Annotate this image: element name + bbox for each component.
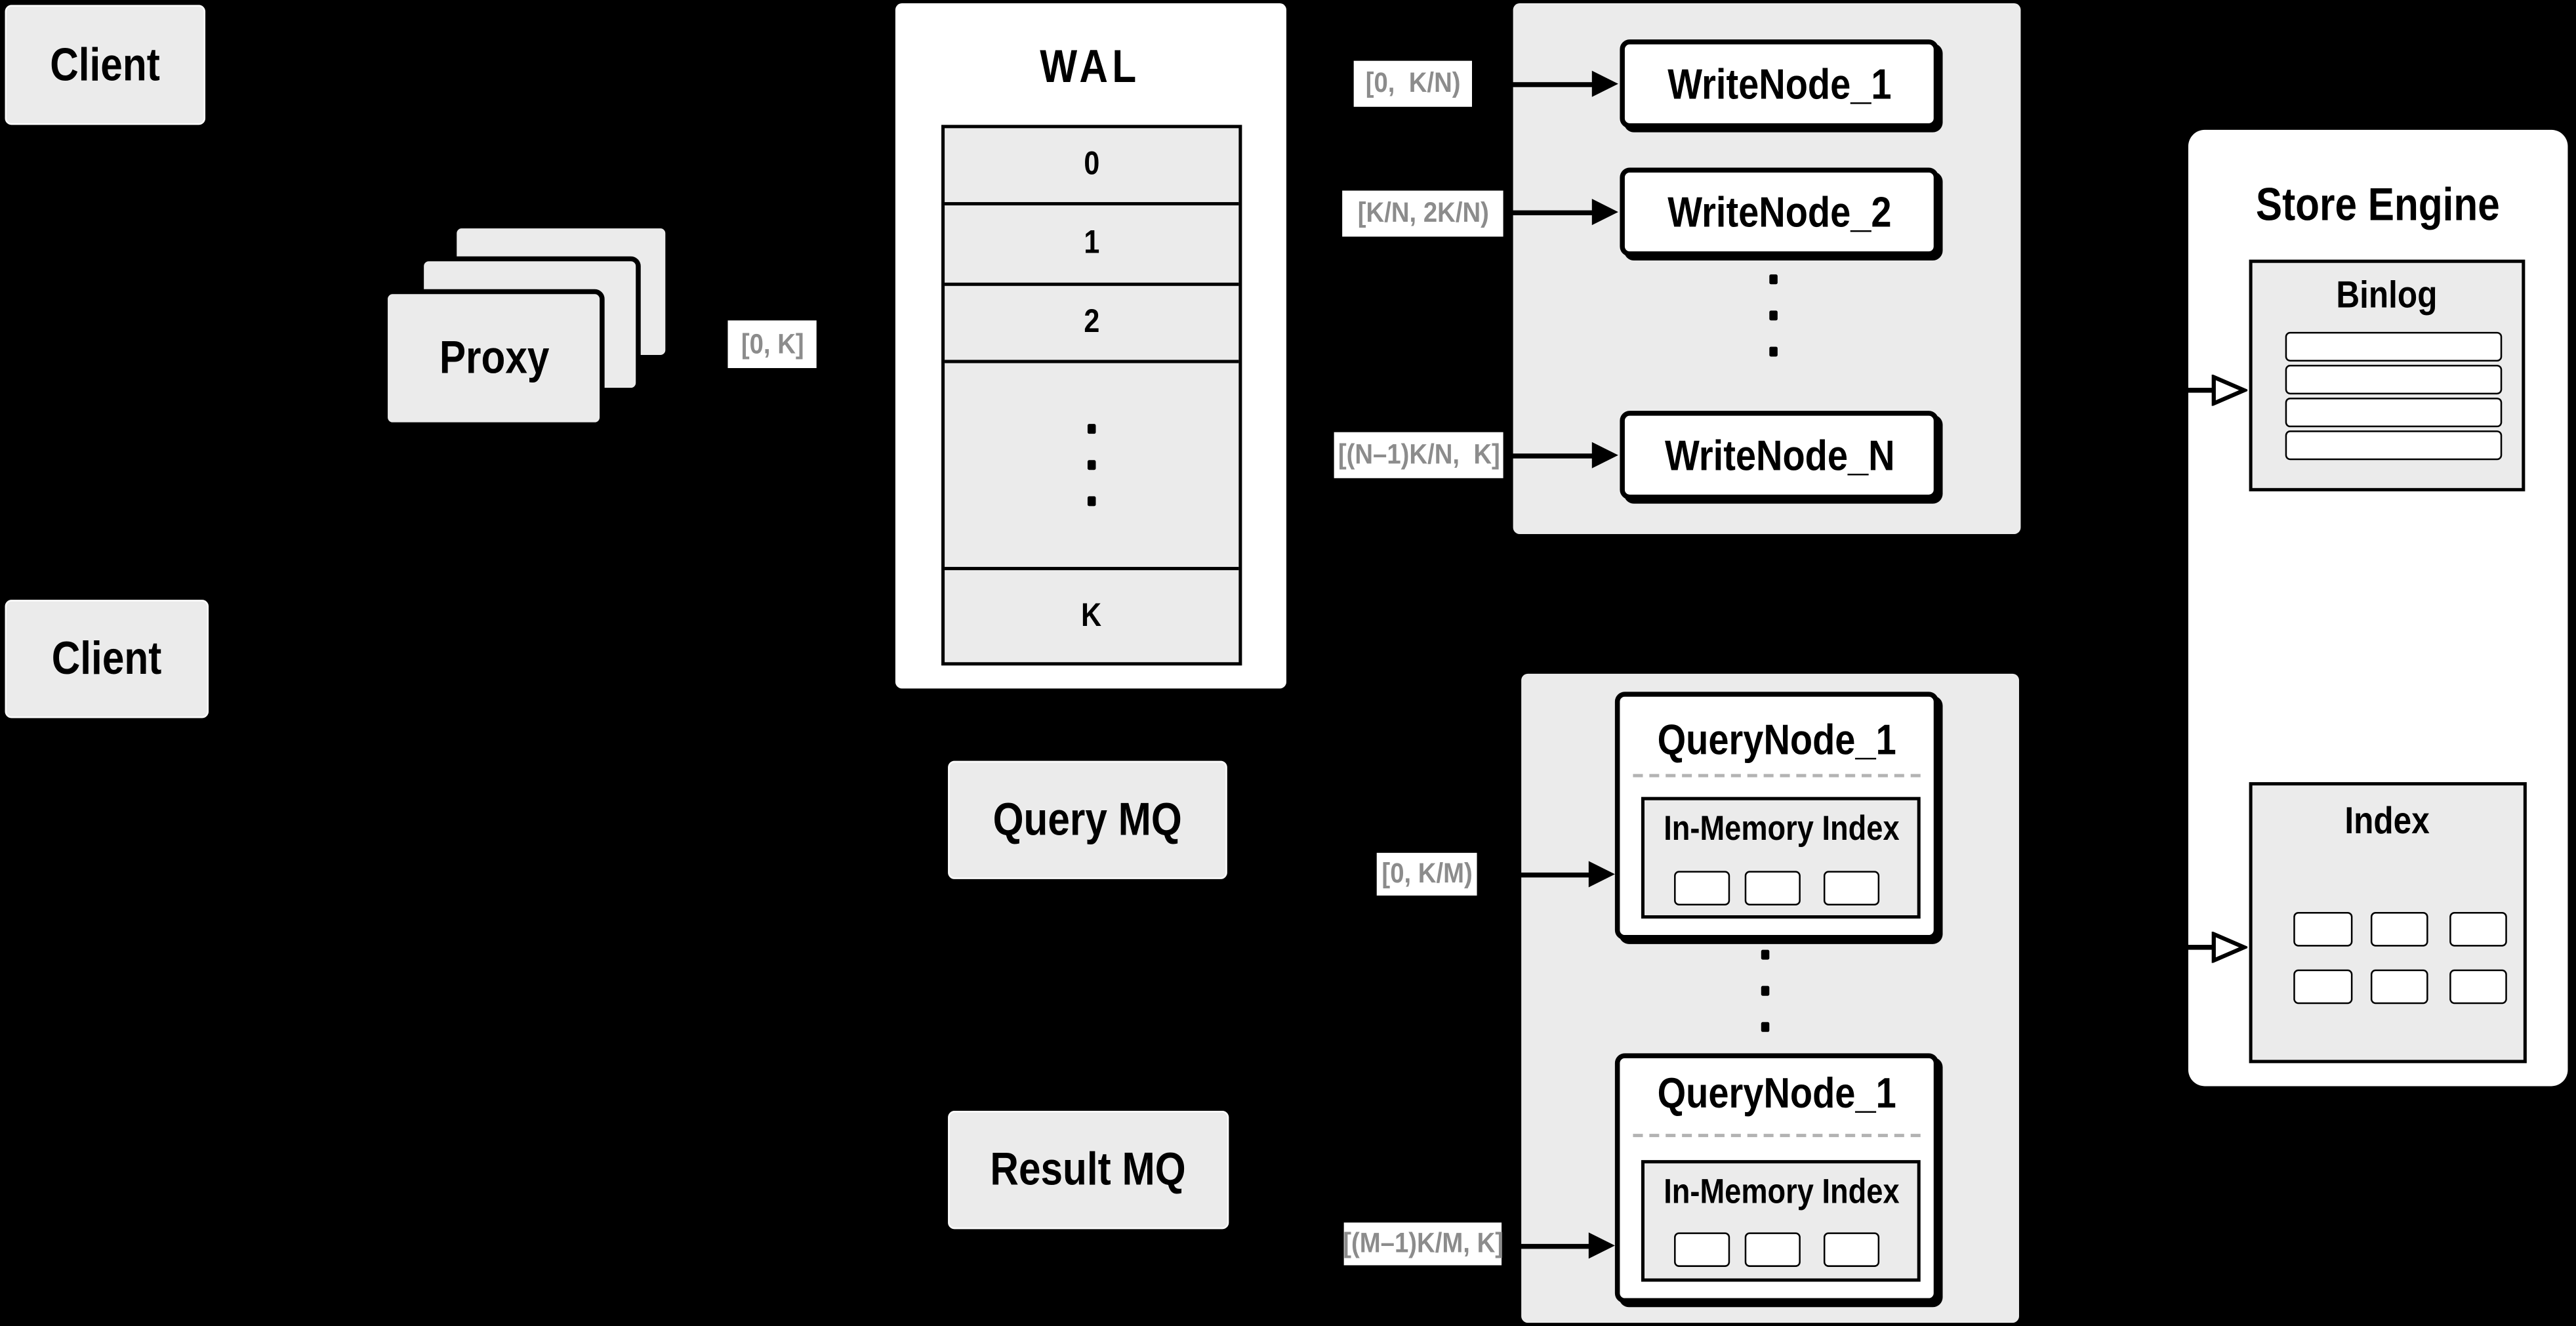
wal-segment-table: 0 1 2 K — [941, 125, 1242, 666]
index-cell — [2370, 969, 2428, 1005]
arrow-line-querynode-top — [1515, 871, 1591, 877]
segment-cell — [1744, 1232, 1801, 1267]
in-memory-index-top-box: In-Memory Index — [1641, 797, 1921, 919]
index-cell — [2293, 911, 2353, 947]
wal-panel: WAL 0 1 2 K — [895, 3, 1286, 689]
segment-cell — [1674, 1232, 1730, 1267]
index-cell — [2449, 911, 2507, 947]
arrowhead-writenode-n — [1591, 442, 1618, 468]
querynode-ellipsis-dots — [1753, 949, 1776, 1032]
store-engine-title-row: Store Engine — [2188, 176, 2568, 235]
dot — [1768, 310, 1777, 321]
wal-row-ellipsis — [945, 360, 1239, 567]
arrow-line-writenode-1 — [1508, 81, 1594, 87]
client-bottom-box: Client — [5, 600, 209, 718]
index-cell — [2449, 969, 2507, 1005]
result-mq-label: Result MQ — [991, 1144, 1187, 1195]
querynode-bottom-title-row: QueryNode_1 — [1657, 1067, 1896, 1117]
querynode-top-divider — [1633, 774, 1921, 777]
client-bottom-label: Client — [52, 632, 162, 684]
range-label-query-1: [0, K/M) — [1376, 852, 1477, 896]
arrow-line-querynode-bottom — [1515, 1243, 1591, 1249]
binlog-title-row: Binlog — [2253, 270, 2522, 319]
wal-ellipsis-dots — [1087, 424, 1096, 507]
wal-row-2: 2 — [945, 282, 1239, 360]
in-memory-index-bottom-title-row: In-Memory Index — [1663, 1173, 1899, 1211]
dot — [1760, 1022, 1769, 1032]
arrowhead-index-hollow — [2211, 932, 2248, 963]
wal-row-0: 0 — [1084, 146, 1100, 182]
arrow-line-writenode-2 — [1508, 209, 1594, 215]
writenode-1-box: WriteNode_1 — [1620, 39, 1939, 129]
binlog-row — [2285, 398, 2503, 428]
range-label-write-1: [0, K/N) — [1353, 60, 1472, 107]
binlog-title: Binlog — [2336, 272, 2438, 315]
dot — [1087, 460, 1096, 470]
querynode-top-title-row: QueryNode_1 — [1657, 714, 1896, 764]
arrowhead-writenode-2 — [1591, 199, 1618, 226]
binlog-row — [2285, 364, 2503, 395]
querynode-bottom-divider — [1633, 1134, 1921, 1138]
segment-cell — [1674, 871, 1730, 905]
wal-row-1: 1 — [945, 202, 1239, 283]
range-label-proxy-out: [0, K] — [727, 320, 817, 368]
proxy-label: Proxy — [438, 331, 549, 383]
client-top-box: Client — [5, 5, 206, 125]
query-mq-label: Query MQ — [992, 793, 1183, 845]
writenode-ellipsis-dots — [1761, 274, 1784, 357]
binlog-box: Binlog — [2249, 259, 2525, 491]
arrowhead-binlog-hollow — [2211, 375, 2248, 406]
index-title-row: Index — [2253, 795, 2524, 844]
store-engine-panel: Store Engine Binlog Index — [2188, 129, 2568, 1087]
querynode-top-box: QueryNode_1 In-Memory Index — [1614, 692, 1939, 940]
dot — [1087, 496, 1096, 507]
query-mq-box: Query MQ — [948, 760, 1227, 879]
index-cell — [2370, 911, 2428, 947]
dot — [1760, 949, 1769, 960]
segment-cell — [1744, 871, 1801, 905]
dot — [1087, 424, 1096, 434]
result-mq-box: Result MQ — [948, 1111, 1229, 1230]
arrow-line-binlog — [2183, 388, 2215, 393]
arrowhead-writenode-1 — [1591, 70, 1618, 97]
range-label-write-2: [K/N, 2K/N) — [1342, 190, 1503, 237]
index-cell — [2293, 969, 2353, 1005]
index-box: Index — [2249, 782, 2527, 1064]
querynode-bottom-box: QueryNode_1 In-Memory Index — [1614, 1053, 1939, 1304]
segment-cell — [1823, 1232, 1880, 1267]
binlog-row — [2285, 430, 2503, 461]
index-title: Index — [2345, 797, 2430, 841]
arrowhead-querynode-top — [1588, 861, 1615, 888]
proxy-card-front: Proxy — [382, 289, 605, 428]
dot — [1768, 274, 1777, 285]
in-memory-index-bottom-box: In-Memory Index — [1641, 1160, 1921, 1282]
dot — [1768, 346, 1777, 357]
wal-row-k: K — [945, 567, 1239, 662]
wal-title: WAL — [1040, 41, 1141, 93]
range-label-write-n: [(N–1)K/N, K] — [1334, 432, 1503, 478]
range-label-query-m: [(M–1)K/M, K] — [1342, 1222, 1503, 1266]
binlog-row — [2285, 331, 2503, 362]
writenode-n-box: WriteNode_N — [1620, 411, 1939, 500]
in-memory-index-top-title-row: In-Memory Index — [1663, 810, 1899, 848]
arrow-line-index — [2183, 945, 2215, 950]
dot — [1760, 985, 1769, 996]
arrowhead-querynode-bottom — [1588, 1232, 1615, 1259]
wal-title-row: WAL — [895, 36, 1286, 98]
store-engine-title: Store Engine — [2256, 178, 2501, 230]
writenode-2-box: WriteNode_2 — [1620, 167, 1939, 257]
arrow-line-writenode-n — [1508, 452, 1594, 458]
segment-cell — [1823, 871, 1880, 905]
client-top-label: Client — [50, 38, 161, 90]
